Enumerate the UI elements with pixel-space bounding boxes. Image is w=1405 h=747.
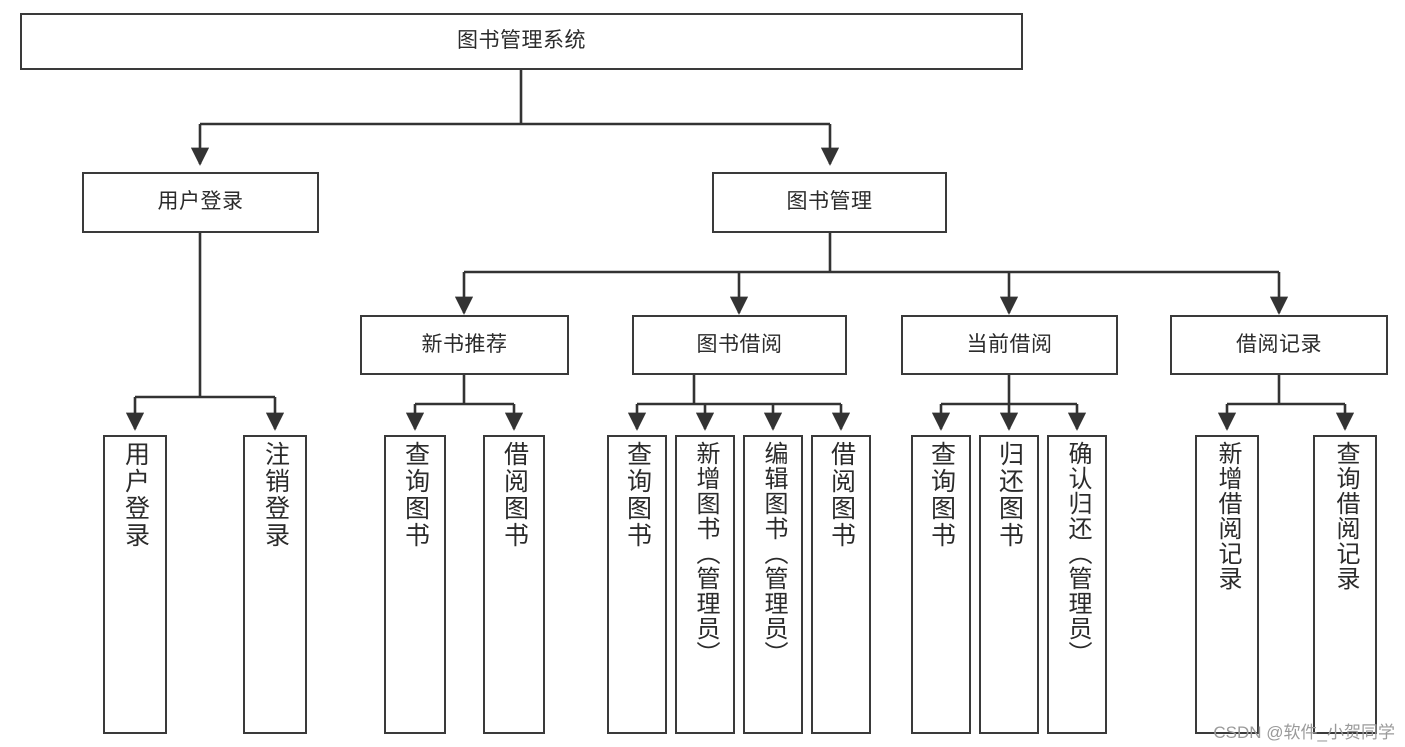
- node-book-management[interactable]: 图书管理: [712, 172, 947, 233]
- node-label: 用户登录: [157, 190, 244, 214]
- node-label: 图书管理: [786, 190, 873, 214]
- leaf-current-confirm-return-admin[interactable]: 确认归还（管理员）: [1047, 435, 1107, 734]
- csdn-watermark: CSDN @软件_小贺同学: [1213, 723, 1395, 742]
- node-label: 当前借阅: [966, 332, 1053, 356]
- leaf-user-login-logout[interactable]: 注销登录: [243, 435, 307, 734]
- node-label: 图书借阅: [696, 332, 783, 356]
- leaf-new-book-query[interactable]: 查询图书: [384, 435, 446, 734]
- node-label: 图书管理系统: [457, 29, 586, 53]
- node-label: 借阅图书: [500, 441, 529, 549]
- node-user-login[interactable]: 用户登录: [82, 172, 319, 233]
- node-root-system[interactable]: 图书管理系统: [20, 13, 1023, 70]
- node-label: 查询借阅记录: [1332, 441, 1359, 591]
- node-label: 新增借阅记录: [1214, 441, 1241, 591]
- node-new-book-recommend[interactable]: 新书推荐: [360, 315, 569, 375]
- leaf-current-return-book[interactable]: 归还图书: [979, 435, 1039, 734]
- node-label: 注销登录: [261, 441, 290, 549]
- node-label: 查询图书: [927, 441, 956, 549]
- node-borrow-record[interactable]: 借阅记录: [1170, 315, 1388, 375]
- node-label: 查询图书: [623, 441, 652, 549]
- leaf-borrow-query-book[interactable]: 查询图书: [607, 435, 667, 734]
- node-label: 借阅图书: [827, 441, 856, 549]
- node-label: 新书推荐: [421, 332, 508, 356]
- leaf-current-query-book[interactable]: 查询图书: [911, 435, 971, 734]
- leaf-record-query-record[interactable]: 查询借阅记录: [1313, 435, 1377, 734]
- node-label: 新增图书（管理员）: [692, 441, 719, 666]
- leaf-borrow-borrow-book[interactable]: 借阅图书: [811, 435, 871, 734]
- node-current-borrow[interactable]: 当前借阅: [901, 315, 1118, 375]
- node-book-borrow[interactable]: 图书借阅: [632, 315, 847, 375]
- leaf-record-add-record[interactable]: 新增借阅记录: [1195, 435, 1259, 734]
- node-label: 编辑图书（管理员）: [760, 441, 787, 666]
- node-label: 查询图书: [401, 441, 430, 549]
- node-label: 确认归还（管理员）: [1064, 441, 1091, 666]
- leaf-borrow-add-book-admin[interactable]: 新增图书（管理员）: [675, 435, 735, 734]
- leaf-user-login-login[interactable]: 用户登录: [103, 435, 167, 734]
- leaf-new-book-borrow[interactable]: 借阅图书: [483, 435, 545, 734]
- node-label: 归还图书: [995, 441, 1024, 549]
- node-label: 借阅记录: [1236, 332, 1322, 356]
- leaf-borrow-edit-book-admin[interactable]: 编辑图书（管理员）: [743, 435, 803, 734]
- node-label: 用户登录: [121, 441, 150, 549]
